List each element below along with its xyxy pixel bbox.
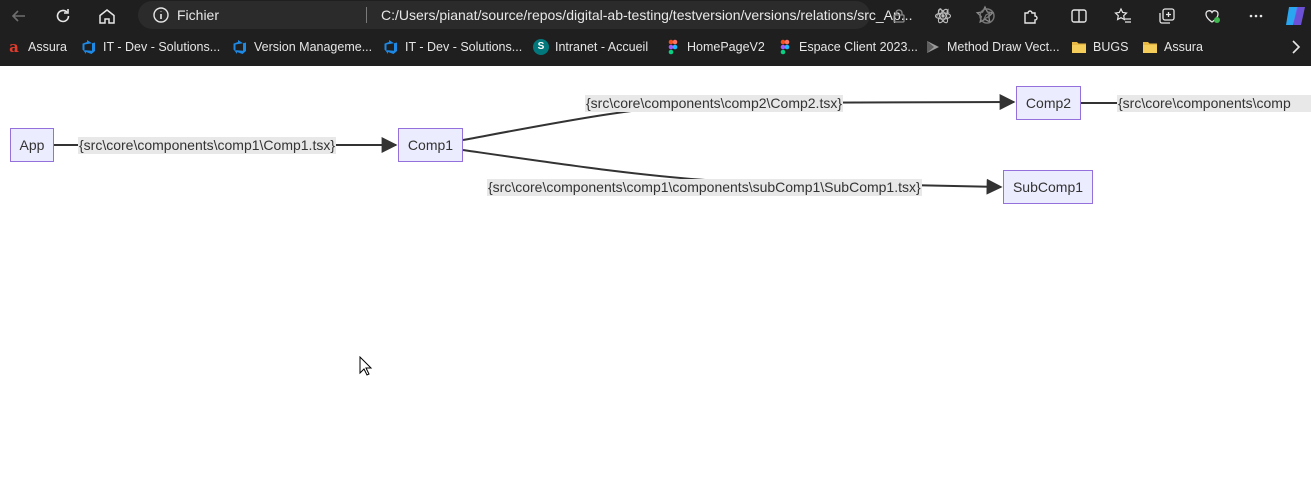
node-comp2[interactable]: Comp2 [1016, 86, 1081, 120]
chevron-right-icon[interactable] [1287, 36, 1305, 58]
edge-label-comp1-subcomp1: {src\core\components\comp1\components\su… [487, 179, 922, 196]
bookmark-intranet-accueil[interactable]: S Intranet - Accueil [533, 35, 648, 59]
bookmark-label: HomePageV2 [687, 40, 765, 54]
bookmark-label: Assura [28, 40, 67, 54]
refresh-button[interactable] [48, 1, 78, 31]
compass-icon [979, 8, 995, 24]
bookmark-method-draw[interactable]: Method Draw Vect... [925, 35, 1060, 59]
figma-icon [780, 39, 790, 55]
collections-button[interactable] [1152, 1, 1182, 31]
puzzle-icon [1024, 10, 1038, 24]
bookmarks-bar: a Assura IT - Dev - Solutions... Version… [0, 35, 1311, 59]
info-icon[interactable] [152, 6, 170, 24]
relations-diagram: App Comp1 Comp2 SubComp1 {src\core\compo… [0, 66, 1311, 498]
split-screen-button[interactable] [1064, 1, 1094, 31]
lock-extension-icon [893, 9, 905, 23]
bookmark-label: Intranet - Accueil [555, 40, 649, 54]
more-options-icon [1249, 14, 1263, 18]
favorites-button[interactable] [1108, 1, 1138, 31]
extensions-button[interactable] [1016, 1, 1046, 31]
bookmark-it-dev-solutions-2[interactable]: IT - Dev - Solutions... [383, 35, 522, 59]
node-subcomp1[interactable]: SubComp1 [1003, 170, 1093, 204]
settings-menu-button[interactable] [1241, 1, 1271, 31]
browser-chrome: Fichier C:/Users/pianat/source/repos/dig… [0, 0, 1311, 66]
azure-devops-icon [384, 40, 397, 54]
bookmark-label: Method Draw Vect... [947, 40, 1060, 54]
azure-devops-icon [82, 40, 95, 54]
address-bar[interactable]: Fichier C:/Users/pianat/source/repos/dig… [138, 1, 995, 29]
edge-label-comp1-comp2: {src\core\components\comp2\Comp2.tsx} [585, 95, 844, 112]
url-text[interactable]: C:/Users/pianat/source/repos/digital-ab-… [381, 7, 913, 23]
bookmark-espace-client[interactable]: Espace Client 2023... [777, 35, 918, 59]
node-comp1[interactable]: Comp1 [398, 128, 463, 162]
home-button[interactable] [92, 1, 122, 31]
split-screen-icon [1071, 9, 1087, 23]
bookmark-it-dev-solutions-1[interactable]: IT - Dev - Solutions... [81, 35, 220, 59]
scheme-label[interactable]: Fichier [177, 7, 220, 23]
bookmark-label: Assura [1164, 40, 1203, 54]
bookmark-homepagev2[interactable]: HomePageV2 [665, 35, 765, 59]
edge-label-app-comp1: {src\core\components\comp1\Comp1.tsx} [78, 137, 337, 154]
heart-pulse-icon [1205, 10, 1220, 23]
favorite-star-icon[interactable] [974, 4, 996, 26]
diagram-edges [53, 94, 1311, 195]
mouse-cursor-icon [359, 356, 373, 376]
compass-extension-button[interactable] [972, 1, 1002, 31]
copilot-icon [1286, 7, 1305, 25]
bookmark-version-management[interactable]: Version Manageme... [232, 35, 372, 59]
assura-logo-icon: a [9, 38, 19, 56]
bookmark-label: IT - Dev - Solutions... [103, 40, 221, 54]
refresh-icon [56, 9, 70, 23]
bookmark-folder-assura[interactable]: Assura [1142, 35, 1203, 59]
folder-icon [1143, 42, 1157, 53]
figma-icon [668, 39, 678, 55]
back-button[interactable] [4, 1, 34, 31]
bookmark-label: BUGS [1093, 40, 1129, 54]
edge-label-comp2-next: {src\core\components\comp [1117, 95, 1311, 112]
bookmark-label: Version Manageme... [254, 40, 373, 54]
bookmark-label: Espace Client 2023... [799, 40, 918, 54]
bookmark-label: IT - Dev - Solutions... [405, 40, 523, 54]
azure-devops-icon [233, 40, 246, 54]
react-icon [934, 8, 952, 24]
sharepoint-icon: S [533, 39, 549, 55]
node-app[interactable]: App [10, 128, 54, 162]
folder-icon [1072, 42, 1086, 53]
copilot-button[interactable] [1281, 1, 1311, 31]
collections-icon [1159, 8, 1175, 24]
home-icon [99, 9, 115, 24]
back-arrow-icon [11, 10, 25, 22]
browser-essentials-button[interactable] [1197, 1, 1227, 31]
method-draw-icon [927, 41, 939, 53]
bookmark-assura[interactable]: a Assura [6, 35, 67, 59]
extension-lock-button[interactable] [884, 1, 914, 31]
bookmark-folder-bugs[interactable]: BUGS [1071, 35, 1128, 59]
address-divider [366, 7, 367, 23]
browser-toolbar: Fichier C:/Users/pianat/source/repos/dig… [0, 0, 1311, 32]
react-devtools-button[interactable] [928, 1, 958, 31]
favorites-list-icon [1114, 7, 1131, 23]
